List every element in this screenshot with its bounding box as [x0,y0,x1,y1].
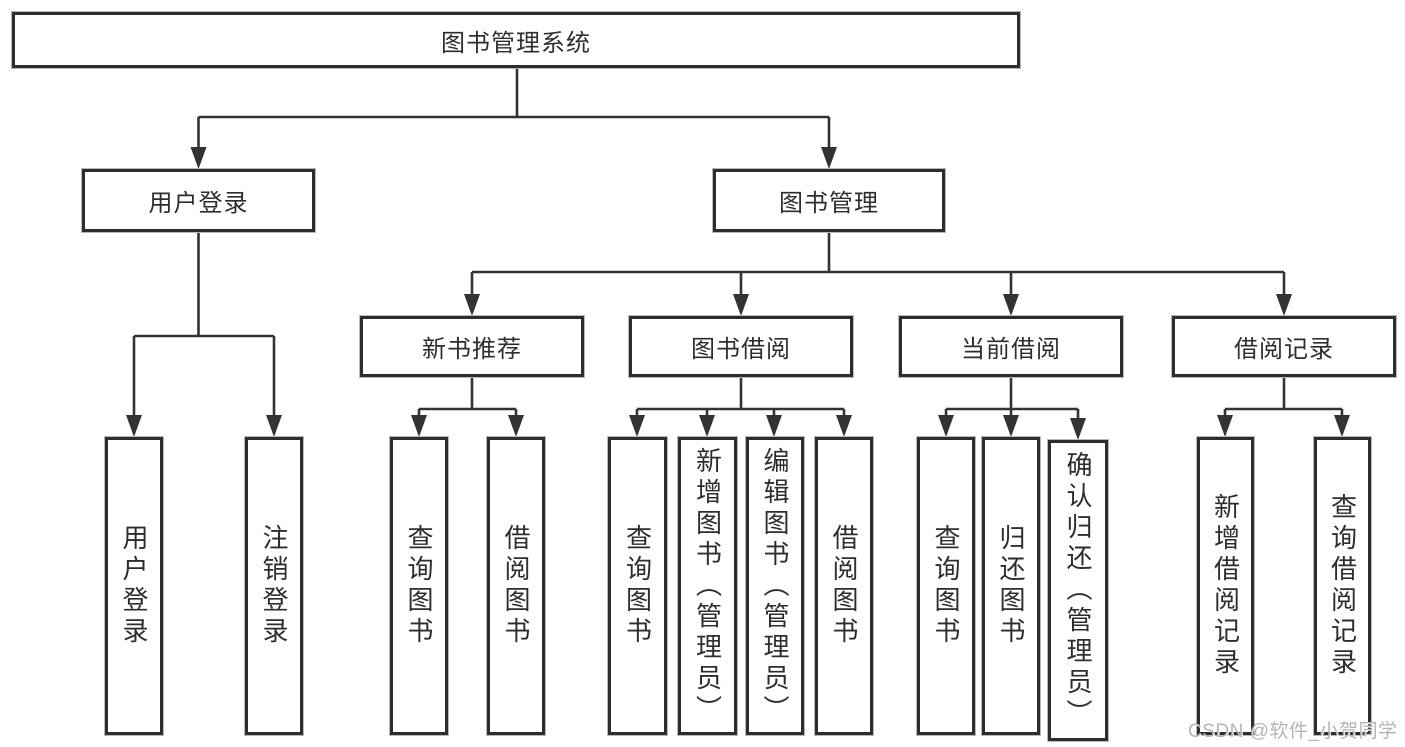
leaf-current-confirm-admin-label: 确认归还（管理员） [1063,451,1093,730]
leaf-current-query: 查询图书 [917,437,975,735]
node-book-management-label: 图书管理 [779,190,879,217]
leaf-user-login: 用户登录 [105,437,163,735]
node-borrow-records: 借阅记录 [1172,316,1396,377]
leaf-borrow-edit-admin-label: 编辑图书（管理员） [760,446,790,726]
leaf-current-return-label: 归还图书 [996,524,1026,648]
leaf-current-return: 归还图书 [982,437,1040,735]
leaf-borrow-query: 查询图书 [608,437,667,735]
node-borrow-records-label: 借阅记录 [1234,336,1334,363]
leaf-current-query-label: 查询图书 [931,524,961,648]
csdn-watermark: CSDN @软件_小贺同学 [1188,721,1398,742]
leaf-borrow-edit-admin: 编辑图书（管理员） [746,437,804,735]
leaf-logout: 注销登录 [245,437,303,735]
node-current-borrow-label: 当前借阅 [961,336,1061,363]
leaf-recommend-query-label: 查询图书 [404,524,434,648]
leaf-logout-label: 注销登录 [259,524,289,648]
leaf-current-confirm-admin: 确认归还（管理员） [1048,440,1108,741]
node-new-book-recommend-label: 新书推荐 [422,336,522,363]
leaf-borrow-add-admin: 新增图书（管理员） [678,437,737,735]
node-user-login-label: 用户登录 [148,190,249,217]
leaf-records-query-label: 查询借阅记录 [1327,493,1358,679]
leaf-borrow-add-admin-label: 新增图书（管理员） [692,446,723,726]
node-new-book-recommend: 新书推荐 [360,316,584,377]
leaf-recommend-borrow: 借阅图书 [487,437,545,735]
leaf-records-add: 新增借阅记录 [1197,437,1254,735]
node-current-borrow: 当前借阅 [899,316,1123,377]
node-book-borrow: 图书借阅 [629,316,853,377]
leaf-recommend-query: 查询图书 [390,437,448,735]
node-user-login: 用户登录 [82,169,315,232]
node-book-management: 图书管理 [713,169,945,232]
leaf-borrow-borrow-label: 借阅图书 [829,524,859,648]
node-root: 图书管理系统 [12,12,1020,68]
leaf-borrow-borrow: 借阅图书 [815,437,873,735]
leaf-user-login-label: 用户登录 [119,524,149,648]
leaf-records-add-label: 新增借阅记录 [1210,493,1241,679]
leaf-records-query: 查询借阅记录 [1314,437,1371,735]
node-root-label: 图书管理系统 [441,29,591,57]
leaf-recommend-borrow-label: 借阅图书 [501,524,531,648]
node-book-borrow-label: 图书借阅 [691,336,791,363]
leaf-borrow-query-label: 查询图书 [622,524,653,648]
